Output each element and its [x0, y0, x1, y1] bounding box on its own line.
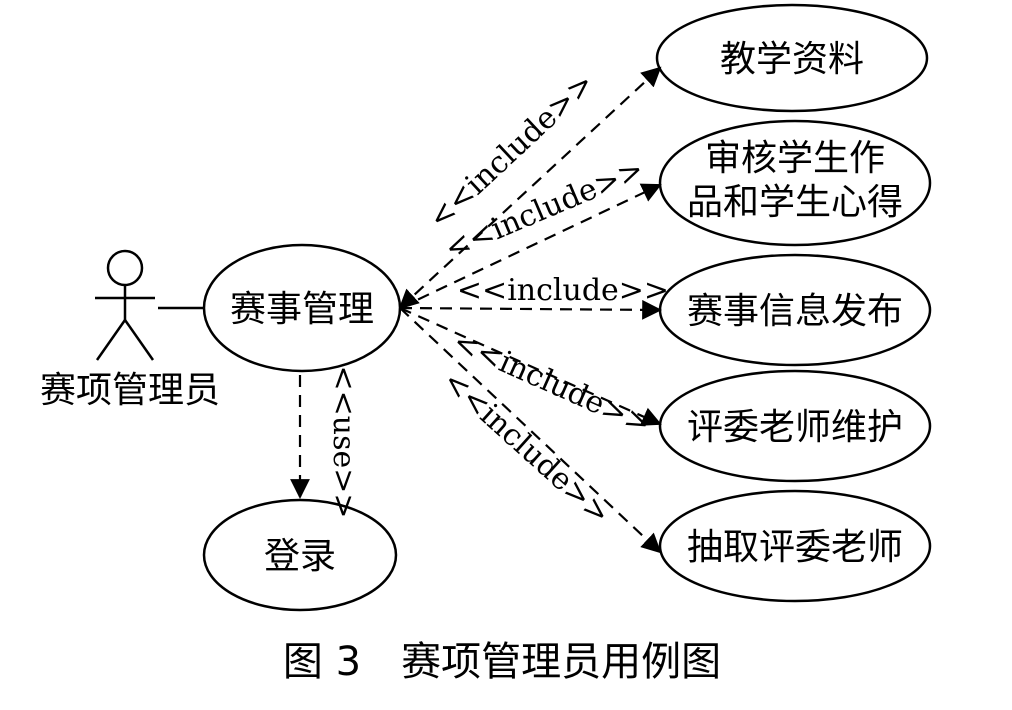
use-case-teaching-materials-label: 教学资料: [720, 39, 864, 80]
use-case-main-label: 赛事管理: [230, 289, 374, 330]
include-edge-judge-maintain: [399, 306, 662, 426]
use-case-event-publish-label: 赛事信息发布: [687, 291, 903, 332]
actor-head: [106, 249, 144, 287]
include-label-event-publish: <<include>>: [457, 273, 669, 308]
use-case-review-works-line2: 品和学生心得: [687, 182, 903, 223]
use-case-login-label: 登录: [264, 536, 336, 577]
figure-caption: 图 3 赛项管理员用例图: [283, 639, 721, 685]
use-case-teaching-materials: [655, 3, 929, 113]
use-case-judge-maintain-label: 评委老师维护: [687, 407, 903, 448]
use-case-login: [202, 498, 398, 612]
use-case-review-works-line1: 审核学生作: [705, 138, 885, 179]
actor-label: 赛项管理员: [40, 370, 220, 411]
use-case-judge-maintain: [658, 369, 932, 483]
use-label-login: <<use>>: [326, 365, 361, 518]
include-edge-review-works: [399, 183, 662, 309]
actor-figure: [95, 249, 155, 361]
use-case-draw-judges-label: 抽取评委老师: [687, 527, 903, 568]
actor-left-leg: [95, 319, 127, 361]
include-edge-event-publish: [399, 299, 662, 320]
actor-right-leg: [123, 319, 155, 361]
